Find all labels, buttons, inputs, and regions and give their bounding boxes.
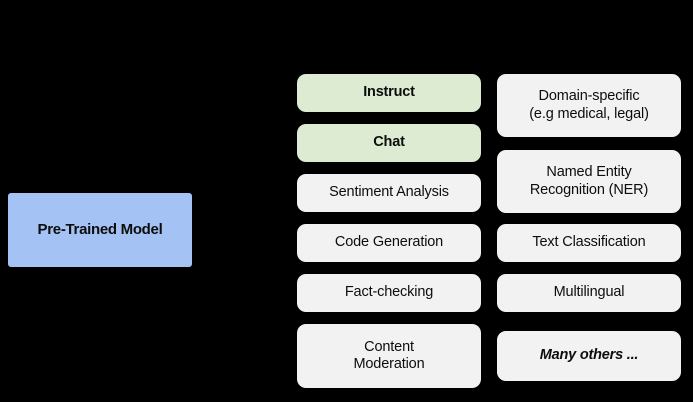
node-multilingual-label: Multilingual — [553, 284, 625, 301]
node-content-moderation-label: Content Moderation — [353, 338, 425, 372]
node-code-generation[interactable]: Code Generation — [297, 224, 481, 262]
node-domain-specific-label: Domain-specific (e.g medical, legal) — [529, 88, 649, 122]
node-many-others-label: Many others ... — [539, 347, 639, 364]
node-named-entity-recognition-label: Named Entity Recognition (NER) — [529, 164, 649, 198]
node-fact-checking-label: Fact-checking — [344, 284, 434, 301]
node-multilingual[interactable]: Multilingual — [497, 274, 681, 312]
node-many-others[interactable]: Many others ... — [497, 331, 681, 381]
node-text-classification[interactable]: Text Classification — [497, 224, 681, 262]
node-domain-specific[interactable]: Domain-specific (e.g medical, legal) — [497, 74, 681, 137]
node-text-classification-label: Text Classification — [532, 234, 646, 251]
node-pre-trained-model-label: Pre-Trained Model — [37, 221, 163, 239]
node-instruct[interactable]: Instruct — [297, 74, 481, 112]
node-chat-label: Chat — [373, 134, 405, 151]
node-named-entity-recognition[interactable]: Named Entity Recognition (NER) — [497, 150, 681, 213]
node-sentiment-analysis-label: Sentiment Analysis — [329, 184, 449, 201]
node-code-generation-label: Code Generation — [334, 234, 444, 251]
node-chat[interactable]: Chat — [297, 124, 481, 162]
node-fact-checking[interactable]: Fact-checking — [297, 274, 481, 312]
node-content-moderation[interactable]: Content Moderation — [297, 324, 481, 388]
node-instruct-label: Instruct — [363, 84, 415, 101]
node-pre-trained-model[interactable]: Pre-Trained Model — [8, 193, 192, 267]
node-sentiment-analysis[interactable]: Sentiment Analysis — [297, 174, 481, 212]
